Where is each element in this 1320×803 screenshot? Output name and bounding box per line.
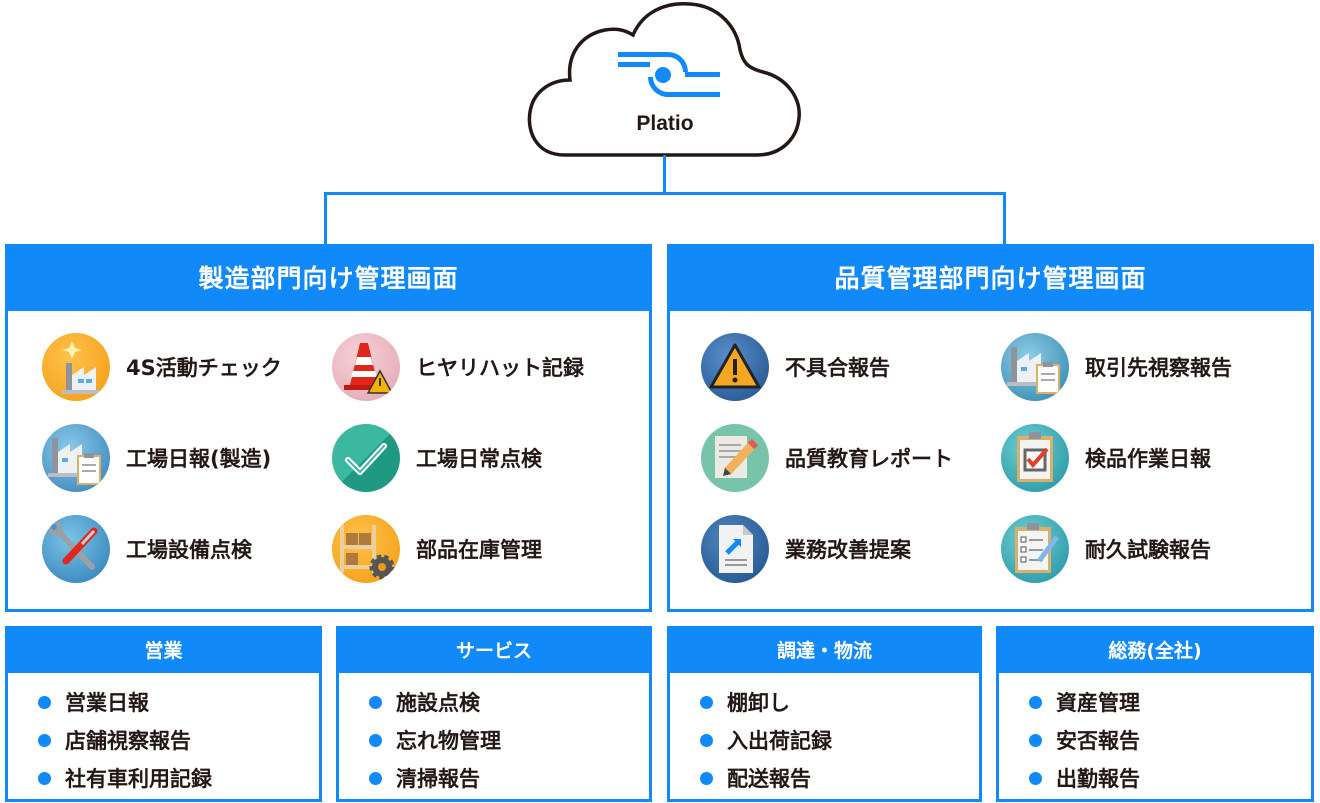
app-label: 4S活動チェック — [126, 356, 282, 380]
connector-left — [324, 192, 327, 246]
department-service: サービス 施設点検 忘れ物管理 清掃報告 — [336, 626, 652, 802]
item-label: 入出荷記録 — [727, 729, 832, 753]
app-item[interactable]: 工場日常点検 — [332, 424, 542, 492]
app-item[interactable]: ヒヤリハット記録 — [332, 333, 584, 401]
list-item[interactable]: 忘れ物管理 — [369, 721, 649, 759]
app-item[interactable]: 不具合報告 — [701, 333, 890, 401]
list-item[interactable]: 資産管理 — [1029, 683, 1311, 721]
department-sales: 営業 営業日報 店舗視察報告 社有車利用記録 — [5, 626, 322, 802]
item-label: 安否報告 — [1056, 729, 1140, 753]
app-item[interactable]: 取引先視察報告 — [1001, 333, 1232, 401]
app-item[interactable]: 部品在庫管理 — [332, 515, 542, 583]
warning-icon — [701, 333, 769, 401]
app-item[interactable]: 耐久試験報告 — [1001, 515, 1211, 583]
bullet-icon — [1029, 695, 1042, 709]
department-general-affairs: 総務(全社) 資産管理 安否報告 出勤報告 — [996, 626, 1314, 802]
app-label: 部品在庫管理 — [416, 538, 542, 562]
document-pencil-icon — [701, 424, 769, 492]
item-label: 営業日報 — [65, 691, 149, 715]
item-label: 出勤報告 — [1056, 767, 1140, 791]
checkmark-icon — [332, 424, 400, 492]
app-label: 品質教育レポート — [785, 447, 953, 471]
app-item[interactable]: 4S活動チェック — [42, 333, 282, 401]
factory-clipboard-icon — [42, 424, 110, 492]
app-label: 不具合報告 — [785, 356, 890, 380]
manufacturing-panel: 製造部門向け管理画面 4S活動チェック ヒヤリハット記録 工場日報(製造) 工場… — [5, 244, 652, 612]
list-item[interactable]: 営業日報 — [38, 683, 319, 721]
bullet-icon — [700, 771, 713, 785]
factory-clipboard-icon — [1001, 333, 1069, 401]
platio-cloud: Platio — [525, 0, 805, 162]
brand-name: Platio — [636, 112, 693, 135]
item-label: 清掃報告 — [396, 767, 480, 791]
bullet-icon — [1029, 733, 1042, 747]
app-label: 取引先視察報告 — [1085, 356, 1232, 380]
panel-title: 製造部門向け管理画面 — [8, 247, 649, 311]
shelf-gear-icon — [332, 515, 400, 583]
bullet-icon — [700, 695, 713, 709]
department-title: 営業 — [8, 629, 319, 673]
app-label: ヒヤリハット記録 — [416, 356, 584, 380]
bullet-icon — [1029, 771, 1042, 785]
item-label: 社有車利用記録 — [65, 767, 212, 791]
list-item[interactable]: 配送報告 — [700, 759, 979, 797]
department-title: 総務(全社) — [999, 629, 1311, 673]
app-label: 耐久試験報告 — [1085, 538, 1211, 562]
wrench-screwdriver-icon — [42, 515, 110, 583]
app-item[interactable]: 品質教育レポート — [701, 424, 953, 492]
clipboard-checklist-icon — [1001, 515, 1069, 583]
list-item[interactable]: 出勤報告 — [1029, 759, 1311, 797]
app-item[interactable]: 工場設備点検 — [42, 515, 252, 583]
list-item[interactable]: 清掃報告 — [369, 759, 649, 797]
connector-horizontal — [324, 192, 1006, 195]
cloud-icon: Platio — [527, 2, 801, 157]
bullet-icon — [38, 733, 51, 747]
item-label: 配送報告 — [727, 767, 811, 791]
platio-logo-icon — [618, 52, 720, 97]
app-label: 工場設備点検 — [126, 538, 252, 562]
item-label: 資産管理 — [1056, 691, 1140, 715]
factory-sparkle-icon — [42, 333, 110, 401]
item-label: 施設点検 — [396, 691, 480, 715]
list-item[interactable]: 施設点検 — [369, 683, 649, 721]
department-title: サービス — [339, 629, 649, 673]
item-label: 忘れ物管理 — [396, 729, 501, 753]
app-item[interactable]: 業務改善提案 — [701, 515, 911, 583]
bullet-icon — [369, 733, 382, 747]
bullet-icon — [38, 695, 51, 709]
clipboard-check-icon — [1001, 424, 1069, 492]
app-label: 工場日報(製造) — [126, 447, 272, 471]
bullet-icon — [38, 771, 51, 785]
item-label: 棚卸し — [727, 691, 790, 715]
department-procurement: 調達・物流 棚卸し 入出荷記録 配送報告 — [667, 626, 982, 802]
app-label: 検品作業日報 — [1085, 447, 1211, 471]
app-item[interactable]: 検品作業日報 — [1001, 424, 1211, 492]
connector-right — [1003, 192, 1006, 246]
document-arrow-icon — [701, 515, 769, 583]
app-label: 業務改善提案 — [785, 538, 911, 562]
list-item[interactable]: 社有車利用記録 — [38, 759, 319, 797]
list-item[interactable]: 安否報告 — [1029, 721, 1311, 759]
list-item[interactable]: 棚卸し — [700, 683, 979, 721]
app-item[interactable]: 工場日報(製造) — [42, 424, 271, 492]
connector-vertical — [663, 155, 666, 194]
app-label: 工場日常点検 — [416, 447, 542, 471]
bullet-icon — [700, 733, 713, 747]
quality-panel: 品質管理部門向け管理画面 不具合報告 取引先視察報告 品質教育レポート 検品作業… — [667, 244, 1314, 612]
list-item[interactable]: 店舗視察報告 — [38, 721, 319, 759]
item-label: 店舗視察報告 — [65, 729, 191, 753]
department-title: 調達・物流 — [670, 629, 979, 673]
panel-title: 品質管理部門向け管理画面 — [670, 247, 1311, 311]
list-item[interactable]: 入出荷記録 — [700, 721, 979, 759]
bullet-icon — [369, 695, 382, 709]
bullet-icon — [369, 771, 382, 785]
traffic-cone-warning-icon — [332, 333, 400, 401]
